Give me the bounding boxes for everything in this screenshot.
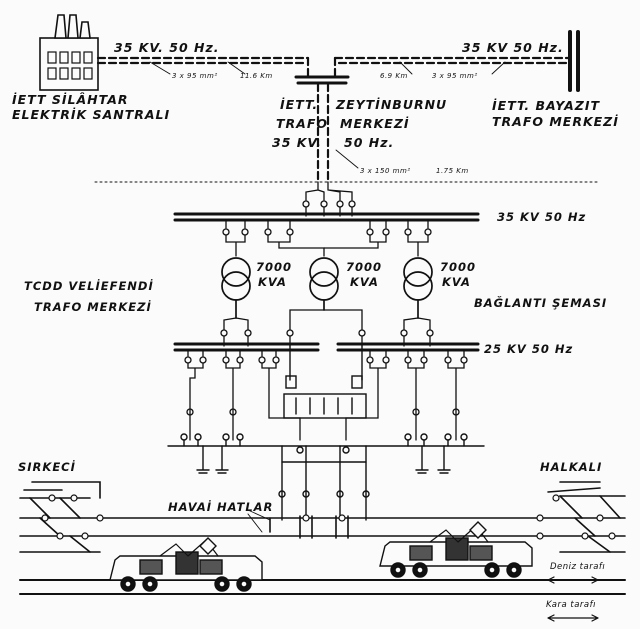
station-name-line1: TCDD VELİEFENDİ — [24, 279, 154, 293]
zeytinburnu-right-line1: ZEYTİNBURNU — [336, 97, 448, 112]
incoming-cable-lines — [96, 56, 572, 78]
bayazit-cable-label: 3 x 95 mm² — [432, 72, 478, 80]
silahtar-cable-label: 3 x 95 mm² — [172, 72, 218, 80]
land-side-label: Kara tarafı — [546, 600, 596, 610]
right-end-label: HALKALI — [540, 460, 603, 474]
power-plant-icon — [39, 14, 99, 91]
transformer-primary-switches — [222, 219, 432, 257]
busbar-25kv-label: 25 KV 50 Hz — [484, 342, 574, 356]
silahtar-voltage-label: 35 KV. 50 Hz. — [114, 40, 220, 55]
transformer-2-unit: KVA — [350, 275, 379, 289]
bayazit-voltage-label: 35 KV 50 Hz. — [462, 40, 564, 55]
section-insulators — [41, 494, 616, 540]
zeytinburnu-right-line2: MERKEZİ — [340, 116, 410, 131]
transformer-3-power: 7000 — [440, 260, 477, 274]
transformer-symbols — [221, 257, 433, 319]
zeytinburnu-right-line3: 50 Hz. — [344, 135, 395, 150]
zeytinburnu-distance-label: 1.75 Km — [436, 167, 469, 175]
zeytinburnu-left-line3: 35 KV. — [272, 135, 322, 150]
sea-side-label: Deniz tarafı — [550, 562, 606, 572]
rail-tracks — [19, 579, 626, 595]
capacitor-switchgear-block — [283, 345, 367, 419]
diagram-title: BAĞLANTI ŞEMASI — [474, 296, 608, 310]
locomotive-right — [379, 521, 533, 578]
transformer-secondary-switches — [220, 309, 434, 347]
outgoing-switchgear — [184, 349, 468, 441]
bayazit-name-line2: TRAFO MERKEZİ — [492, 114, 619, 129]
silahtar-distance-label: 11.6 Km — [240, 72, 273, 80]
feeder-distribution-bus — [167, 433, 485, 521]
overhead-lines-label: HAVAİ HATLAR — [168, 500, 274, 514]
transformer-2-power: 7000 — [346, 260, 383, 274]
busbar-35kv — [173, 212, 480, 222]
bayazit-name-line1: İETT. BAYAZIT — [492, 98, 601, 113]
transformer-1-unit: KVA — [258, 275, 287, 289]
bayazit-terminal — [568, 30, 580, 92]
zeytinburnu-cable-label: 3 x 150 mm² — [360, 167, 411, 175]
station-name-line2: TRAFO MERKEZİ — [34, 300, 152, 314]
transformer-3-unit: KVA — [442, 275, 471, 289]
transformer-1-power: 7000 — [256, 260, 293, 274]
zeytinburnu-busbar — [294, 75, 350, 85]
left-end-label: SIRKECİ — [18, 460, 76, 474]
busbar-35kv-label: 35 KV 50 Hz — [497, 210, 587, 224]
overhead-catenary — [19, 481, 626, 553]
silahtar-name-line2: ELEKTRİK SANTRALI — [12, 107, 171, 122]
feeder-switchgear — [302, 181, 356, 217]
zeytinburnu-left-line1: İETT. — [280, 97, 319, 112]
direction-arrows — [547, 576, 599, 622]
busbar-25kv — [173, 342, 480, 352]
locomotive-left — [109, 537, 263, 592]
silahtar-name-line1: İETT SİLÂHTAR — [12, 92, 129, 107]
zeytinburnu-feeders — [316, 82, 330, 184]
zeytinburnu-left-line2: TRAFO — [276, 116, 328, 131]
bayazit-distance-label: 6.9 Km — [380, 72, 408, 80]
